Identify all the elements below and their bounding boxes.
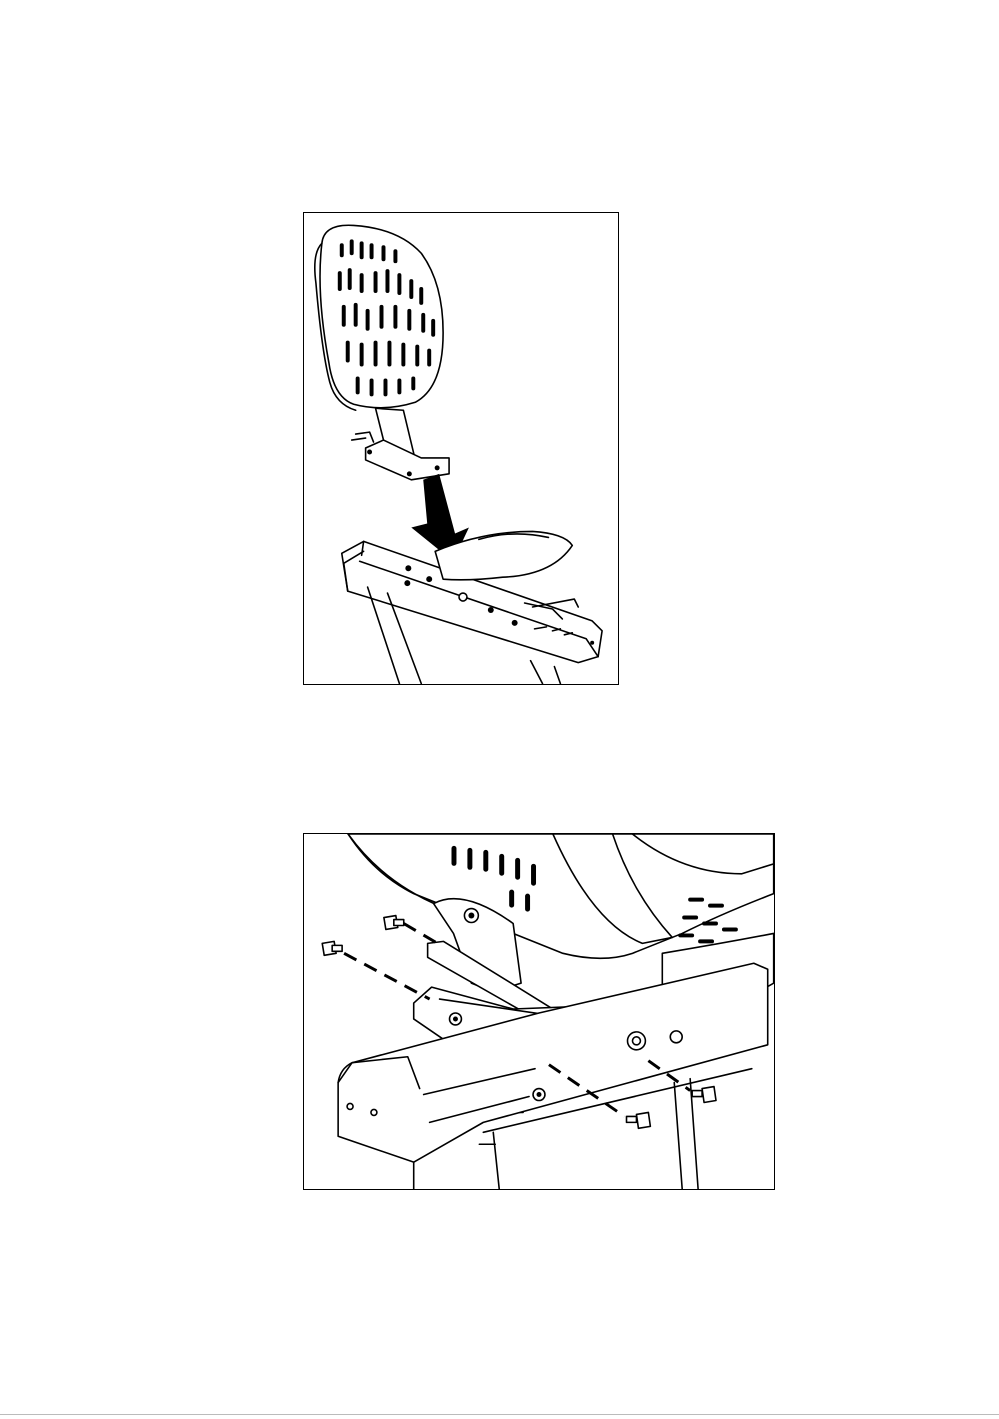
seat-rail-assembly — [342, 531, 602, 683]
backrest-bracket — [352, 408, 449, 480]
seat-bracket-bolts-illustration — [303, 833, 775, 1190]
backrest-installation-illustration — [303, 212, 619, 685]
backrest-pad — [315, 225, 443, 410]
page-bottom-rule — [0, 1414, 999, 1415]
seat-rail — [338, 963, 768, 1189]
seat-bracket-drawing — [304, 834, 774, 1189]
backrest-drawing — [304, 213, 618, 684]
